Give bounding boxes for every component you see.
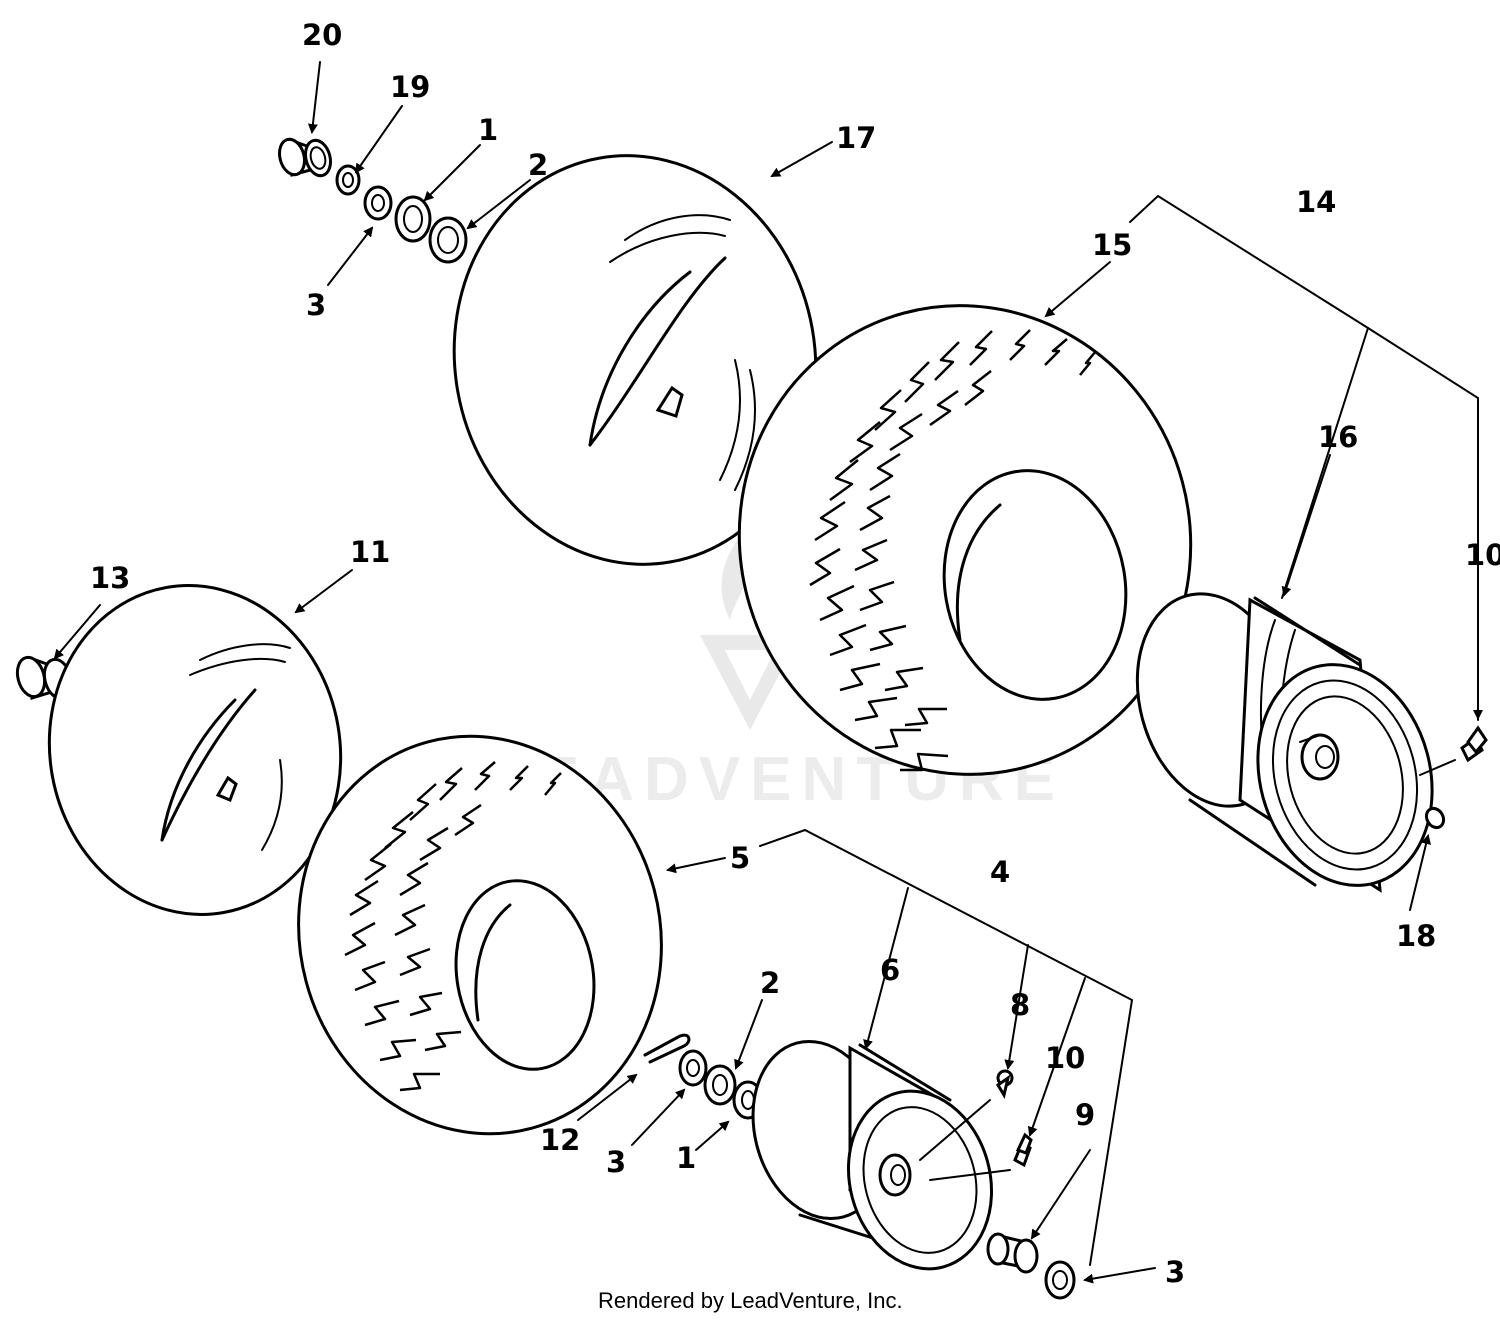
callout-6: 6	[880, 953, 900, 987]
callout-10-rear: 10	[1465, 538, 1500, 572]
callout-2-top: 2	[528, 148, 548, 182]
part-18-cap	[1424, 806, 1446, 830]
callout-17: 17	[836, 121, 876, 155]
callout-10-front: 10	[1045, 1041, 1085, 1075]
part-2-seal-front	[703, 1064, 737, 1106]
callout-19: 19	[390, 70, 430, 104]
callout-1-front: 1	[676, 1141, 696, 1175]
part-2-seal-top	[428, 216, 468, 264]
callout-9: 9	[1075, 1098, 1095, 1132]
callout-1-top: 1	[478, 113, 498, 147]
part-10-valve-stem-front	[1013, 1132, 1033, 1168]
part-10-valve-stem-rear	[1460, 725, 1488, 763]
callout-11: 11	[350, 535, 390, 569]
callout-13: 13	[90, 561, 130, 595]
footer-credit: Rendered by LeadVenture, Inc.	[598, 1288, 903, 1313]
callout-18: 18	[1396, 919, 1436, 953]
callout-16: 16	[1318, 420, 1358, 454]
part-9-bushing	[986, 1232, 1039, 1274]
part-20-bushing	[278, 137, 332, 178]
callout-3-bottom: 3	[1165, 1255, 1185, 1289]
callout-20: 20	[302, 18, 342, 52]
part-5-front-tire	[297, 734, 663, 1136]
part-12-cotter-pin	[643, 1033, 691, 1064]
part-3-washer-top	[363, 185, 393, 221]
part-3-washer-bottom	[1044, 1260, 1076, 1300]
callout-2-front: 2	[760, 966, 780, 1000]
part-16-rear-rim	[1135, 592, 1434, 893]
part-6-front-rim	[751, 1039, 994, 1271]
callout-5: 5	[730, 841, 750, 875]
part-1-bearing-top	[394, 195, 432, 243]
part-3-washer-front	[678, 1049, 708, 1087]
callout-4: 4	[990, 855, 1010, 889]
callout-12: 12	[540, 1123, 580, 1157]
part-19-ring	[335, 164, 361, 196]
part-15-rear-tire	[737, 304, 1193, 776]
part-13-bushing	[15, 655, 74, 701]
callout-15: 15	[1092, 228, 1132, 262]
part-17-inner-tube	[452, 154, 818, 566]
callout-8: 8	[1010, 988, 1030, 1022]
callout-3-top: 3	[306, 288, 326, 322]
callout-numbers: 20 19 1 2 3 17 15 14 16 10 18 13 11 5 4 …	[90, 18, 1500, 1289]
callout-3-front: 3	[606, 1145, 626, 1179]
callout-14: 14	[1296, 185, 1336, 219]
leader-lines	[53, 61, 1483, 1284]
part-11-inner-tube	[47, 584, 343, 916]
part-8-grease-fitting	[995, 1069, 1014, 1099]
